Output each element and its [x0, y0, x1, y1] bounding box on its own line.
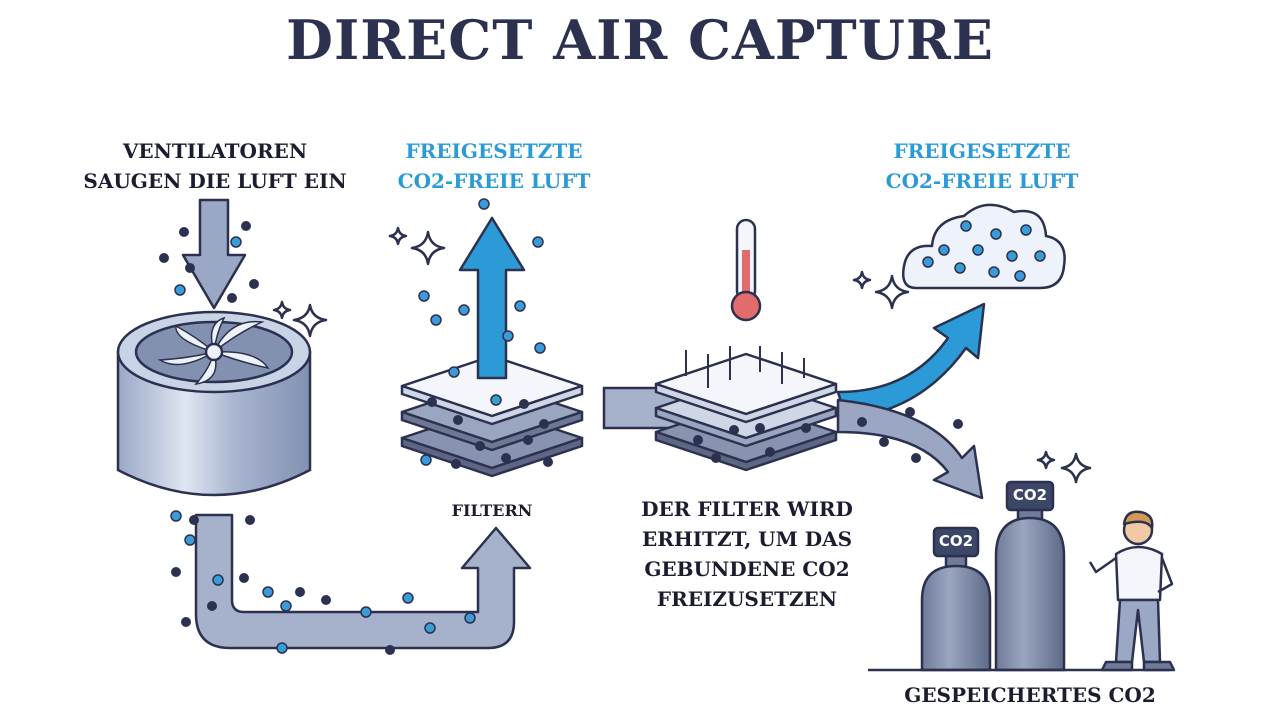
co2-particles — [159, 221, 963, 655]
heat-lines — [685, 346, 805, 388]
label-released-2-line-1: FREIGESETZTE — [893, 139, 1071, 163]
label-fans-line-2: SAUGEN DIE LUFT EIN — [83, 169, 347, 193]
label-heated-line-2: ERHITZT, UM DAS — [641, 527, 853, 551]
tank-large-label: CO2 — [1012, 486, 1048, 504]
diagram-title: DIRECT AIR CAPTURE — [286, 8, 994, 72]
label-heated: DER FILTER WIRD ERHITZT, UM DAS GEBUNDEN… — [622, 494, 872, 614]
label-released-air-2: FREIGESETZTE CO2-FREIE LUFT — [864, 136, 1100, 196]
label-released-2-line-2: CO2-FREIE LUFT — [885, 169, 1079, 193]
label-heated-line-1: DER FILTER WIRD — [641, 497, 853, 521]
released-air-arrow-1 — [458, 216, 526, 380]
tank-small-label: CO2 — [938, 532, 974, 550]
label-fans-line-1: VENTILATOREN — [122, 139, 308, 163]
label-released-air-1: FREIGESETZTE CO2-FREIE LUFT — [376, 136, 612, 196]
intake-arrow — [181, 198, 247, 310]
filter-stack-1 — [400, 354, 584, 478]
sparkle-icons — [272, 226, 1092, 484]
label-released-1-line-2: CO2-FREIE LUFT — [397, 169, 591, 193]
label-stored: GESPEICHERTES CO2 — [904, 683, 1156, 707]
label-heated-line-3: GEBUNDENE CO2 — [644, 557, 850, 581]
label-fans: VENTILATOREN SAUGEN DIE LUFT EIN — [80, 136, 350, 196]
label-released-1-line-1: FREIGESETZTE — [405, 139, 583, 163]
co2-tank-large — [994, 480, 1066, 672]
filter-stack-2 — [654, 352, 838, 472]
label-heated-line-4: FREIZUSETZEN — [656, 587, 838, 611]
label-filter: FILTERN — [451, 501, 533, 520]
person-figure — [1088, 510, 1176, 672]
released-air-arrow-2 — [836, 302, 986, 420]
co2-tank-small — [920, 526, 992, 672]
pipe-to-filter — [194, 513, 532, 650]
thermometer-icon — [730, 218, 762, 322]
fan-unit — [116, 310, 312, 497]
co2-arrow — [836, 398, 984, 500]
cloud-icon — [902, 203, 1066, 290]
air-particles — [170, 198, 1046, 654]
